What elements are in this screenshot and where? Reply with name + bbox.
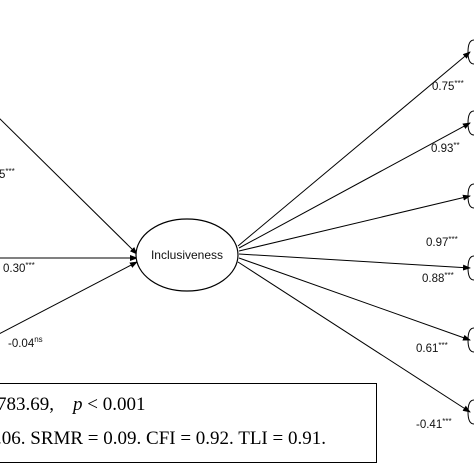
input-coef-1: 5***: [0, 167, 15, 181]
indicator-edge-1: [467, 39, 474, 65]
output-coef-5: 0.61***: [416, 341, 448, 355]
output-coef-6: -0.41***: [416, 417, 452, 431]
indicator-edge-4: [467, 255, 474, 281]
latent-node-inclusiveness: [135, 218, 239, 292]
output-coef-2: 0.93**: [431, 141, 460, 155]
input-path-1: [0, 118, 138, 255]
output-path-5: [238, 257, 471, 341]
indicator-edge-2: [467, 110, 474, 136]
output-coef-4: 0.88***: [422, 271, 454, 285]
output-path-4: [238, 253, 471, 271]
latent-label: Inclusiveness: [151, 248, 223, 262]
fit-chi-value: 783.69,: [0, 394, 54, 415]
model-fit-box: 783.69, p < 0.001 .06. SRMR = 0.09. CFI …: [0, 383, 377, 463]
indicator-edge-5: [467, 327, 474, 353]
output-path-2: [238, 122, 471, 249]
output-path-6: [237, 261, 471, 413]
fit-p-symbol: p: [73, 394, 83, 415]
indicator-edge-3: [467, 183, 474, 209]
output-coef-3: 0.97***: [426, 235, 458, 249]
input-coef-3: -0.04ns: [8, 335, 43, 350]
fit-line-indices: .06. SRMR = 0.09. CFI = 0.92. TLI = 0.91…: [0, 428, 326, 449]
output-path-3: [238, 194, 471, 252]
fit-p-value: < 0.001: [82, 394, 146, 415]
input-coef-2: 0.30***: [3, 261, 35, 275]
fit-line-chi-square: 783.69, p < 0.001: [0, 394, 145, 416]
indicator-edge-6: [467, 399, 474, 425]
input-path-3: [0, 261, 138, 334]
output-path-1: [237, 51, 471, 247]
output-coef-1: 0.75***: [432, 79, 464, 93]
